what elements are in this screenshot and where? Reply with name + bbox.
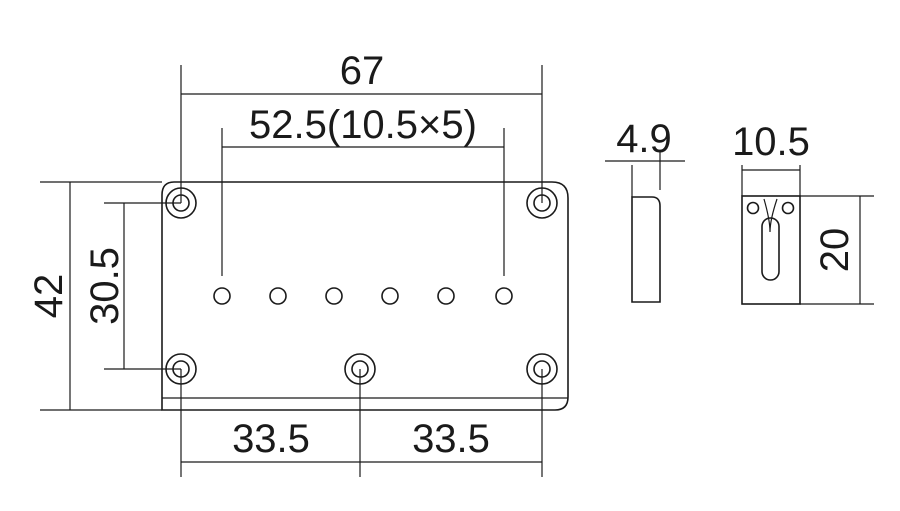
detail-view: 10.5 20 <box>732 120 874 305</box>
pole-hole-4 <box>381 287 399 305</box>
side-view: 4.9 <box>605 117 685 303</box>
pole-holes <box>213 287 513 305</box>
main-plate <box>161 181 569 411</box>
dim-label-overall-height: 42 <box>27 274 71 319</box>
dim-lower-spacing: 33.5 33.5 <box>180 369 543 477</box>
dim-label-overall-width: 67 <box>340 49 385 93</box>
pole-hole-5 <box>437 287 455 305</box>
detail-slot <box>761 217 780 281</box>
detail-hole-right <box>781 201 795 215</box>
dim-label-side-thickness: 4.9 <box>616 117 672 161</box>
pole-hole-2 <box>269 287 287 305</box>
dim-label-mount-hole-vertical: 30.5 <box>83 247 127 325</box>
detail-spring <box>763 198 778 233</box>
pole-hole-3 <box>325 287 343 305</box>
dim-overall-height: 42 <box>27 181 162 411</box>
dim-pole-spacing: 52.5(10.5×5) <box>221 103 505 276</box>
dim-overall-width: 67 <box>180 49 543 203</box>
pole-hole-1 <box>213 287 231 305</box>
detail-view-outline <box>741 195 801 305</box>
dim-label-pole-spacing: 52.5(10.5×5) <box>249 103 477 147</box>
dim-label-detail-height: 20 <box>813 228 857 273</box>
plate-outline <box>161 181 569 411</box>
dim-label-detail-width: 10.5 <box>732 120 810 164</box>
dim-label-lower-right: 33.5 <box>412 417 490 461</box>
dim-mount-hole-vertical: 30.5 <box>83 202 181 370</box>
pole-hole-6 <box>495 287 513 305</box>
detail-hole-left <box>746 201 760 215</box>
dim-label-lower-left: 33.5 <box>232 417 310 461</box>
mount-holes <box>165 187 558 385</box>
side-view-outline <box>631 196 661 303</box>
